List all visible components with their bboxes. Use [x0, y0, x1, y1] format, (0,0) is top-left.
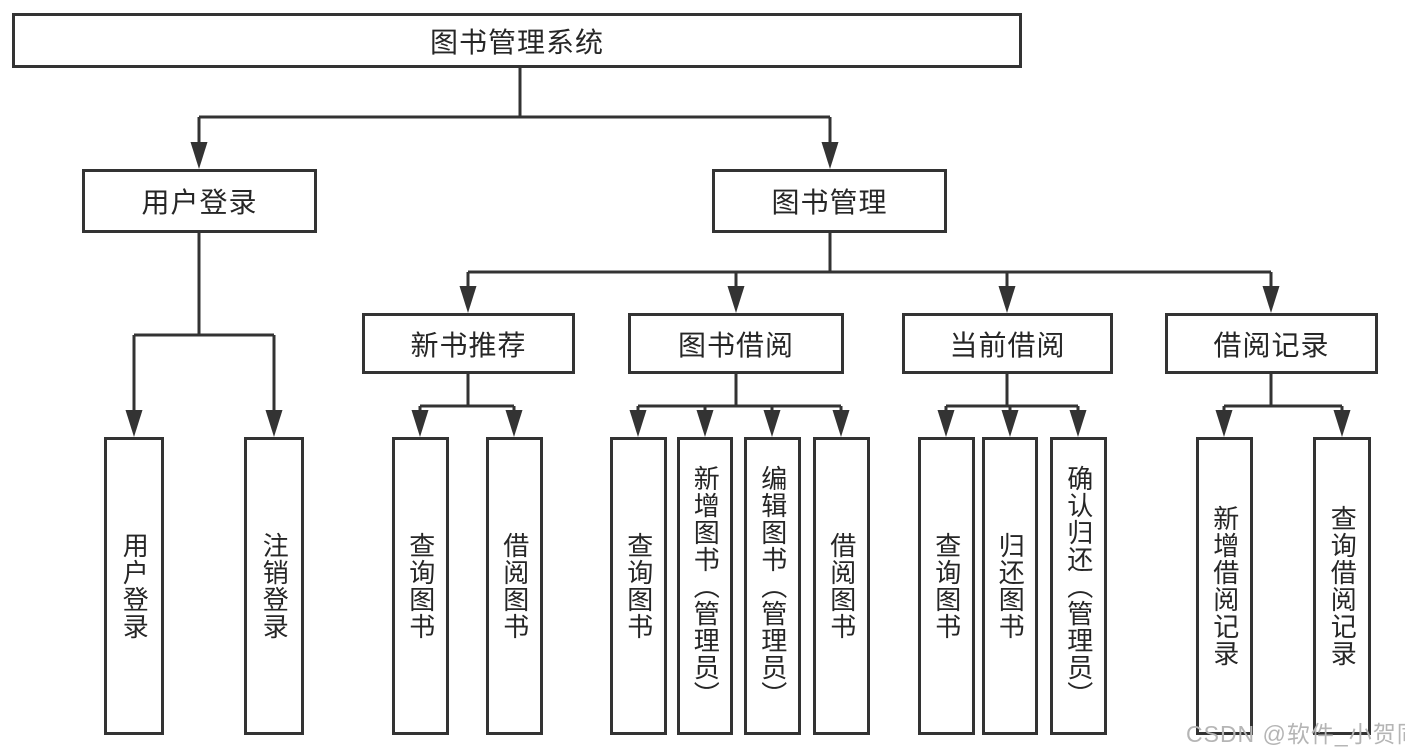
connector-book-borrowing-branch: [636, 374, 843, 431]
arrow-down-icon: [1001, 410, 1019, 437]
node-label: 查询图书: [931, 532, 962, 640]
arrow-down-icon: [1069, 410, 1087, 437]
node-label: 用户登录: [119, 532, 150, 640]
connector-book-management-branch: [466, 233, 1273, 307]
node-new-book-recommendation: 新书推荐: [362, 313, 575, 374]
node-label: 查询图书: [405, 532, 436, 640]
leaf-query-books: 查询图书: [392, 437, 449, 735]
node-label: 查询图书: [623, 532, 654, 640]
arrow-down-icon: [629, 410, 647, 437]
leaf-edit-books-admin: 编辑图书（管理员）: [744, 437, 801, 735]
leaf-add-books-admin: 新增图书（管理员）: [677, 437, 733, 735]
arrow-down-icon: [505, 410, 523, 437]
connector-root-to-level1: [197, 68, 832, 164]
arrow-down-icon: [459, 286, 477, 313]
node-label: 当前借阅: [949, 329, 1066, 361]
arrow-down-icon: [1215, 410, 1233, 437]
node-book-borrowing: 图书借阅: [628, 313, 844, 374]
node-label: 归还图书: [995, 532, 1026, 640]
leaf-add-borrow-record: 新增借阅记录: [1196, 437, 1253, 735]
arrow-down-icon: [411, 410, 429, 437]
node-label: 用户登录: [141, 187, 258, 218]
arrowheads: [125, 142, 1351, 437]
node-label: 图书管理系统: [429, 26, 604, 58]
leaf-return-books: 归还图书: [982, 437, 1038, 735]
leaf-confirm-return-admin: 确认归还（管理员）: [1050, 437, 1107, 735]
arrow-down-icon: [937, 410, 955, 437]
node-label: 图书管理: [771, 187, 888, 218]
node-label: 新增图书（管理员）: [690, 464, 721, 708]
node-book-management: 图书管理: [712, 169, 947, 233]
leaf-borrow-books: 借阅图书: [486, 437, 543, 735]
node-label: 注销登录: [259, 532, 290, 640]
arrow-down-icon: [763, 410, 781, 437]
node-label: 确认归还（管理员）: [1063, 464, 1094, 708]
node-label: 编辑图书（管理员）: [757, 464, 788, 708]
leaf-user-login: 用户登录: [104, 437, 164, 735]
arrow-down-icon: [1262, 286, 1280, 313]
connector-new-book-branch: [418, 374, 516, 431]
arrow-down-icon: [696, 410, 714, 437]
node-label: 借阅记录: [1213, 329, 1330, 361]
node-library-management-system: 图书管理系统: [12, 13, 1022, 68]
leaf-query-borrow-record: 查询借阅记录: [1313, 437, 1371, 735]
connector-user-login-branch: [132, 233, 276, 431]
node-label: 图书借阅: [677, 329, 794, 361]
node-borrow-records: 借阅记录: [1165, 313, 1378, 374]
node-label: 借阅图书: [499, 532, 530, 640]
connector-borrow-records-branch: [1222, 374, 1344, 431]
arrow-down-icon: [125, 410, 143, 437]
arrow-down-icon: [727, 286, 745, 313]
watermark: CSDN @软件_小贺同学: [1186, 721, 1405, 747]
arrow-down-icon: [265, 410, 283, 437]
node-label: 新书推荐: [410, 329, 527, 361]
leaf-borrow-books: 借阅图书: [813, 437, 870, 735]
leaf-query-books: 查询图书: [918, 437, 975, 735]
arrow-down-icon: [998, 286, 1016, 313]
leaf-query-books: 查询图书: [610, 437, 667, 735]
arrow-down-icon: [832, 410, 850, 437]
node-user-login: 用户登录: [82, 169, 317, 233]
node-label: 查询借阅记录: [1327, 505, 1358, 667]
node-current-borrowing: 当前借阅: [902, 313, 1113, 374]
arrow-down-icon: [1333, 410, 1351, 437]
leaf-logout: 注销登录: [244, 437, 304, 735]
arrow-down-icon: [190, 142, 208, 169]
arrow-down-icon: [821, 142, 839, 169]
node-label: 新增借阅记录: [1209, 505, 1240, 667]
node-label: 借阅图书: [826, 532, 857, 640]
